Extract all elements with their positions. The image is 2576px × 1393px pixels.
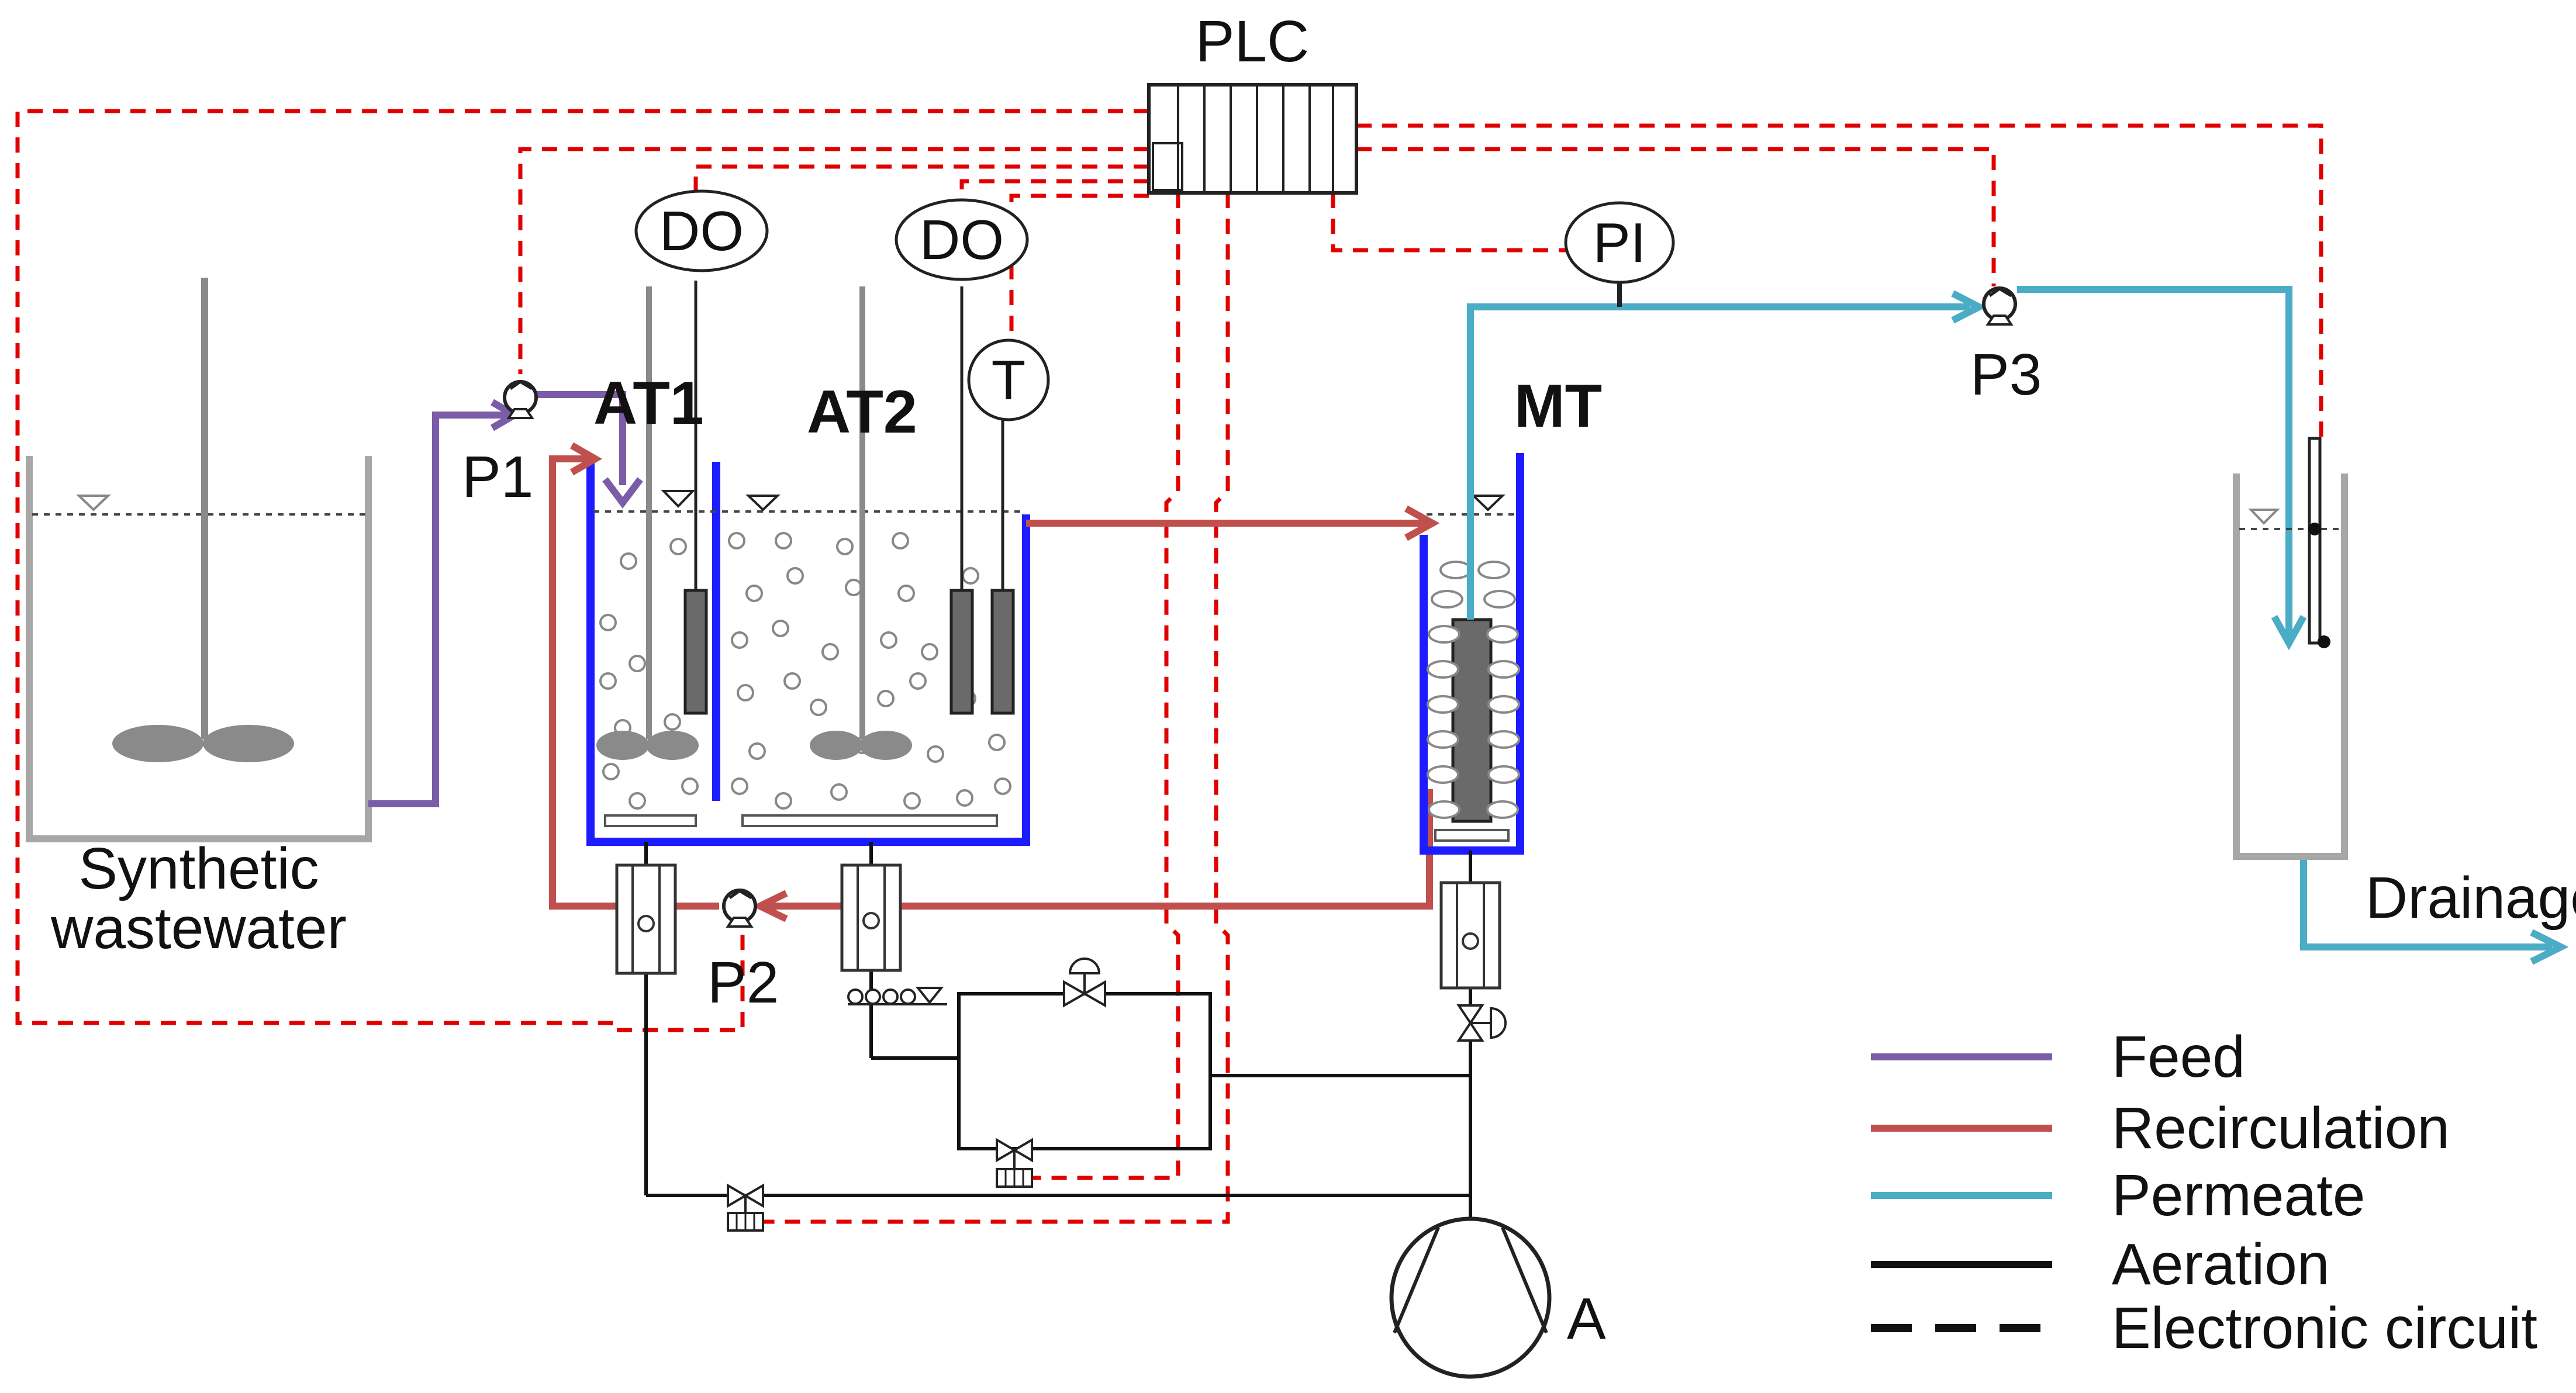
water-level-icon [661, 490, 696, 508]
legend-item-recirculation: Recirculation [1871, 1095, 2450, 1161]
permeate-line [1467, 286, 2569, 965]
legend-label: Recirculation [2112, 1095, 2450, 1161]
do-label: DO [920, 209, 1004, 271]
pump-p2-icon: P2 [707, 889, 779, 1015]
synthetic-wastewater-tank: Synthetic wastewater [26, 278, 372, 961]
mixer-blade-icon [859, 731, 912, 760]
legend-item-aeration: Aeration [1871, 1232, 2329, 1297]
legend-label: Permeate [2112, 1163, 2366, 1228]
plc-label: PLC [1196, 9, 1310, 74]
needle-valve-icon [1456, 1004, 1507, 1042]
water-level-icon [745, 495, 781, 511]
water-level-icon [76, 495, 111, 511]
temperature-probe [990, 589, 1015, 715]
legend-label: Electronic circuit [2112, 1295, 2537, 1361]
legend-item-permeate: Permeate [1871, 1163, 2366, 1228]
mt-label: MT [1514, 372, 1602, 440]
legend-label: Aeration [2112, 1232, 2329, 1297]
pump-p3-icon: P3 [1970, 286, 2042, 407]
electronic-circuit [15, 109, 2323, 1224]
legend-item-electronic-circuit: Electronic circuit [1871, 1295, 2537, 1361]
water-level-icon [2248, 509, 2280, 525]
mixer-blade-icon [810, 731, 862, 760]
legend-label: Feed [2112, 1024, 2245, 1090]
wastewater-label: wastewater [50, 896, 347, 961]
solenoid-valve-icon [996, 1138, 1033, 1188]
do-gauge-1: DO [634, 189, 769, 272]
mixer-blade-icon [596, 731, 649, 760]
temperature-gauge: T [967, 338, 1050, 421]
flow-meter [840, 863, 902, 972]
membrane-tank: MT [1420, 372, 1602, 855]
air-bubbles [599, 532, 1011, 810]
level-switch [2308, 523, 2321, 535]
p1-label: P1 [462, 444, 533, 510]
synthetic-label: Synthetic [78, 836, 319, 901]
diffuser [604, 814, 697, 827]
flow-meter [615, 863, 677, 975]
pi-label: PI [1593, 212, 1646, 274]
drainage-tank: Drainage [2233, 437, 2576, 931]
pressure-indicator: PI [1564, 201, 1675, 307]
legend: Feed Recirculation Permeate Aeration Ele… [1871, 1024, 2537, 1361]
solenoid-valve-icon [727, 1183, 764, 1232]
flow-meter [1439, 881, 1501, 990]
aeration-tanks: AT1 AT2 [586, 281, 1030, 846]
temperature-label: T [992, 349, 1026, 412]
mixer-blade-icon [112, 725, 203, 762]
plc-controller: PLC [1147, 9, 1358, 195]
do-probe [683, 589, 708, 715]
pump-p1-icon: P1 [462, 380, 538, 510]
blower-icon: A [1389, 1216, 1606, 1379]
do-label: DO [659, 200, 744, 262]
p3-label: P3 [1970, 342, 2042, 407]
level-switch [2318, 635, 2330, 648]
drainage-label: Drainage [2366, 865, 2576, 931]
membrane-module [1451, 618, 1493, 823]
legend-item-feed: Feed [1871, 1024, 2245, 1090]
water-level-icon [1470, 495, 1505, 511]
mixer-blade-icon [203, 725, 294, 762]
blower-label: A [1567, 1286, 1606, 1351]
air-bubbles [1427, 561, 1520, 819]
diffuser [1434, 829, 1510, 842]
at1-label: AT1 [593, 369, 704, 437]
aeration-lines [644, 842, 1472, 1222]
level-sensor [2308, 437, 2322, 645]
diffuser [741, 814, 998, 827]
regulating-valve-icon [1063, 958, 1106, 1008]
p2-label: P2 [707, 950, 779, 1015]
check-valve-icon [847, 987, 947, 1005]
do-gauge-2: DO [895, 198, 1029, 281]
do-probe [949, 589, 974, 715]
at2-label: AT2 [807, 378, 917, 446]
mixer-blade-icon [646, 731, 699, 760]
